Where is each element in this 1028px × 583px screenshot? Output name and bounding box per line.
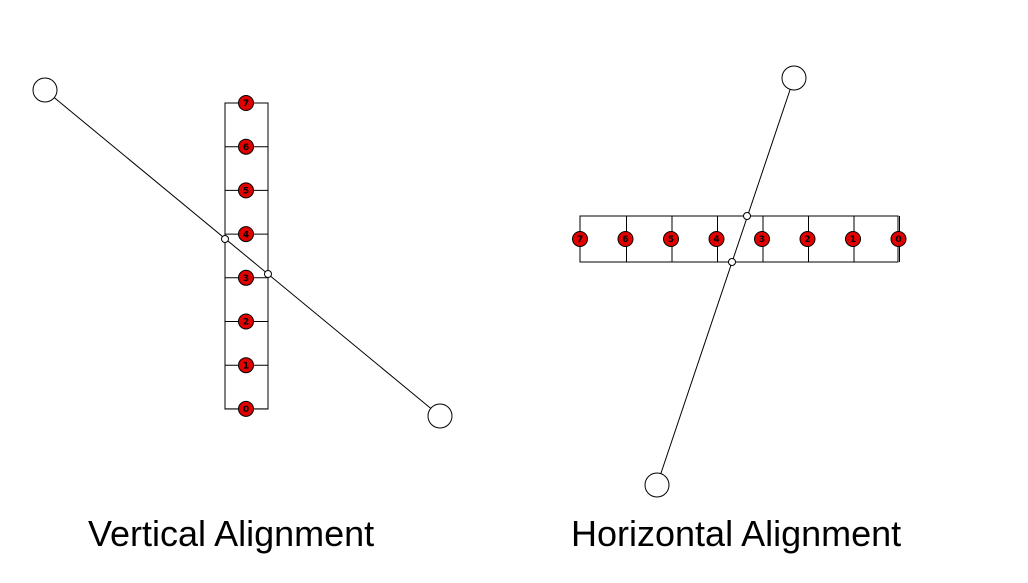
bit-label: 4: [713, 235, 719, 245]
wire-endpoint-top[interactable]: [32, 77, 58, 103]
bit-label: 6: [622, 235, 628, 245]
bit-node[interactable]: [238, 226, 254, 243]
wire-endpoint-top[interactable]: [781, 65, 807, 91]
bit-label: 5: [668, 235, 674, 245]
bit-label: 7: [577, 235, 583, 245]
bit-node[interactable]: [617, 231, 634, 247]
vertical-alignment-panel: 7 6 5 4 3 2 1 0: [32, 77, 453, 429]
bit-label: 3: [759, 235, 765, 245]
bit-node[interactable]: [572, 231, 588, 247]
intersection-point-left: [221, 235, 229, 243]
bit-label: 0: [243, 405, 249, 415]
bit-label: 7: [243, 99, 249, 109]
bit-node[interactable]: [238, 95, 254, 111]
horizontal-alignment-panel: 7 6 5 4 3 2 1 0: [572, 65, 907, 498]
wire-endpoint-bottom[interactable]: [427, 403, 453, 429]
intersection-point-top: [743, 212, 751, 220]
bit-label: 3: [243, 274, 249, 284]
horizontal-bit-nodes: 7 6 5 4 3 2 1 0: [572, 216, 907, 262]
horizontal-alignment-caption: Horizontal Alignment: [571, 513, 902, 554]
bit-node[interactable]: [663, 231, 679, 247]
bit-node[interactable]: [238, 400, 254, 417]
bit-label: 5: [243, 187, 249, 197]
bit-node[interactable]: [238, 357, 254, 374]
bit-node[interactable]: [890, 231, 907, 247]
bit-node[interactable]: [238, 269, 254, 286]
bit-label: 6: [243, 143, 249, 153]
vertical-alignment-caption: Vertical Alignment: [88, 513, 375, 554]
bit-node[interactable]: [845, 231, 861, 247]
bit-label: 4: [243, 230, 249, 240]
bit-node[interactable]: [708, 231, 725, 247]
bit-label: 1: [243, 361, 249, 371]
intersection-point-right: [264, 270, 272, 278]
bit-node[interactable]: [238, 138, 254, 155]
bit-label: 0: [895, 235, 901, 245]
bit-label: 1: [850, 235, 856, 245]
connecting-wire: [656, 77, 795, 486]
bit-label: 2: [804, 235, 810, 245]
bit-node[interactable]: [754, 231, 770, 247]
connecting-wire: [44, 89, 441, 417]
intersection-point-bottom: [728, 258, 736, 266]
bit-node[interactable]: [238, 182, 254, 199]
bit-node[interactable]: [799, 231, 816, 247]
wire-endpoint-bottom[interactable]: [644, 472, 670, 498]
bit-node[interactable]: [238, 313, 254, 330]
bit-label: 2: [243, 318, 249, 328]
vertical-bit-nodes: 7 6 5 4 3 2 1 0: [225, 95, 268, 417]
